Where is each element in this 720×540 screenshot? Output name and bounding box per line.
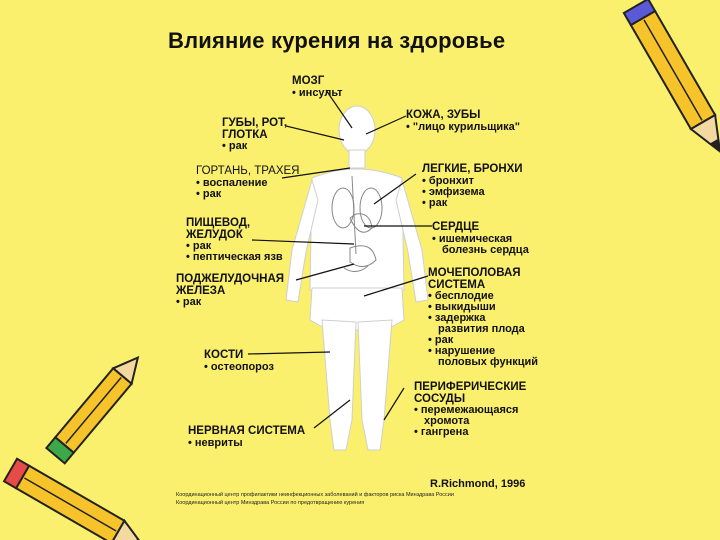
label-item: • рак <box>196 187 222 200</box>
esophagus-organ <box>351 175 357 255</box>
label-item: • рак <box>422 196 448 209</box>
label-item: • ишемическая <box>432 232 513 245</box>
page-title: Влияние курения на здоровье <box>168 28 506 53</box>
label-item: • задержка <box>428 312 486 324</box>
label-item: • перемежающаяся <box>414 404 519 416</box>
label-heading: ПОДЖЕЛУДОЧНАЯ <box>176 273 285 285</box>
label-heart: СЕРДЦЕ • ишемическая болезнь сердца <box>432 221 529 256</box>
label-item: развития плода <box>438 323 525 335</box>
footer-line: Координационный центр профилактики неинф… <box>176 492 454 498</box>
label-heading: ЖЕЛУДОК <box>186 228 243 241</box>
label-item: • эмфизема <box>422 185 485 198</box>
head <box>338 105 376 155</box>
label-heading: ПИЩЕВОД, <box>186 217 251 229</box>
right-lung <box>359 187 383 229</box>
pointer-larynx <box>281 167 351 179</box>
pointer-lungs <box>373 173 417 205</box>
right-leg <box>357 319 393 451</box>
label-lungs: ЛЕГКИЕ, БРОНХИ • бронхит • эмфизема • ра… <box>422 163 523 209</box>
label-heading: ГУБЫ, РОТ, <box>222 117 288 129</box>
label-item: • остеопороз <box>204 360 274 373</box>
source-credit: R.Richmond, 1996 <box>430 478 526 490</box>
right-arm <box>395 178 429 303</box>
label-heading: НЕРВНАЯ СИСТЕМА <box>188 425 306 437</box>
intestines-organ <box>343 265 369 272</box>
label-heading: КОЖА, ЗУБЫ <box>406 109 481 121</box>
neck <box>348 149 366 169</box>
torso <box>309 168 405 296</box>
pointer-skin <box>365 115 407 135</box>
label-item: • рак <box>222 140 248 152</box>
label-item: • рак <box>176 296 202 308</box>
footer-line: Координационный центр Минздрава России п… <box>176 500 365 506</box>
label-heading: ГОРТАНЬ, ТРАХЕЯ <box>196 165 300 177</box>
left-arm <box>285 178 319 303</box>
label-item: • гангрена <box>414 426 469 438</box>
pointer-urogenital <box>363 275 429 297</box>
label-vessels: ПЕРИФЕРИЧЕСКИЕ СОСУДЫ • перемежающаяся х… <box>414 381 527 438</box>
label-esophagus: ПИЩЕВОД, ЖЕЛУДОК • рак • пептическая язв <box>186 217 283 263</box>
label-heading: ПЕРИФЕРИЧЕСКИЕ <box>414 381 527 393</box>
label-item: • нарушение <box>428 345 496 357</box>
label-heading: МОЧЕПОЛОВАЯ <box>428 267 521 279</box>
label-skin: КОЖА, ЗУБЫ • "лицо курильщика" <box>406 109 521 133</box>
pointer-bones <box>247 351 331 355</box>
pointer-nervous <box>313 399 351 429</box>
label-item: • выкидыши <box>428 301 496 313</box>
pointer-brain <box>325 89 353 129</box>
pencil-bottom-left-2-icon <box>44 355 140 465</box>
label-pancreas: ПОДЖЕЛУДОЧНАЯ ЖЕЛЕЗА • рак <box>176 273 285 308</box>
label-urogenital: МОЧЕПОЛОВАЯ СИСТЕМА • бесплодие • выкиды… <box>428 267 539 368</box>
label-larynx: ГОРТАНЬ, ТРАХЕЯ • воспаление • рак <box>196 165 300 200</box>
label-heading: КОСТИ <box>204 349 244 361</box>
label-item: • невриты <box>188 436 243 449</box>
pointer-vessels <box>383 387 405 421</box>
label-brain: МОЗГ • инсульт <box>292 75 343 99</box>
label-item: • инсульт <box>292 86 343 99</box>
stomach-organ <box>349 245 377 267</box>
label-item: • воспаление <box>196 176 268 189</box>
label-heading: МОЗГ <box>292 75 325 87</box>
label-item: половых функций <box>438 356 539 368</box>
label-item: • рак <box>186 240 212 252</box>
label-item: • бронхит <box>422 174 475 187</box>
pencil-bottom-left-icon <box>2 457 147 540</box>
label-nervous: НЕРВНАЯ СИСТЕМА • невриты <box>188 425 306 449</box>
pencil-top-right-icon <box>622 0 720 154</box>
label-lips: ГУБЫ, РОТ, ГЛОТКА • рак <box>222 117 288 152</box>
pointer-lips <box>285 125 345 141</box>
label-heading: СЕРДЦЕ <box>432 221 480 233</box>
label-heading: ЖЕЛЕЗА <box>176 284 226 297</box>
label-item: • "лицо курильщика" <box>406 120 521 133</box>
label-heading: ЛЕГКИЕ, БРОНХИ <box>422 163 523 175</box>
label-heading: СИСТЕМА <box>428 278 486 291</box>
label-heading: ГЛОТКА <box>222 128 268 141</box>
label-item: болезнь сердца <box>442 243 529 256</box>
label-bones: КОСТИ • остеопороз <box>204 349 274 373</box>
heart-organ <box>349 213 373 233</box>
left-leg <box>321 319 357 451</box>
label-item: • пептическая язв <box>186 251 283 263</box>
label-heading: СОСУДЫ <box>414 392 466 405</box>
pointer-lines <box>247 89 432 429</box>
pointer-pancreas <box>295 263 355 281</box>
label-item: хромота <box>424 415 470 427</box>
label-item: • рак <box>428 334 454 346</box>
label-item: • бесплодие <box>428 290 494 302</box>
pointer-esophagus <box>251 239 355 245</box>
